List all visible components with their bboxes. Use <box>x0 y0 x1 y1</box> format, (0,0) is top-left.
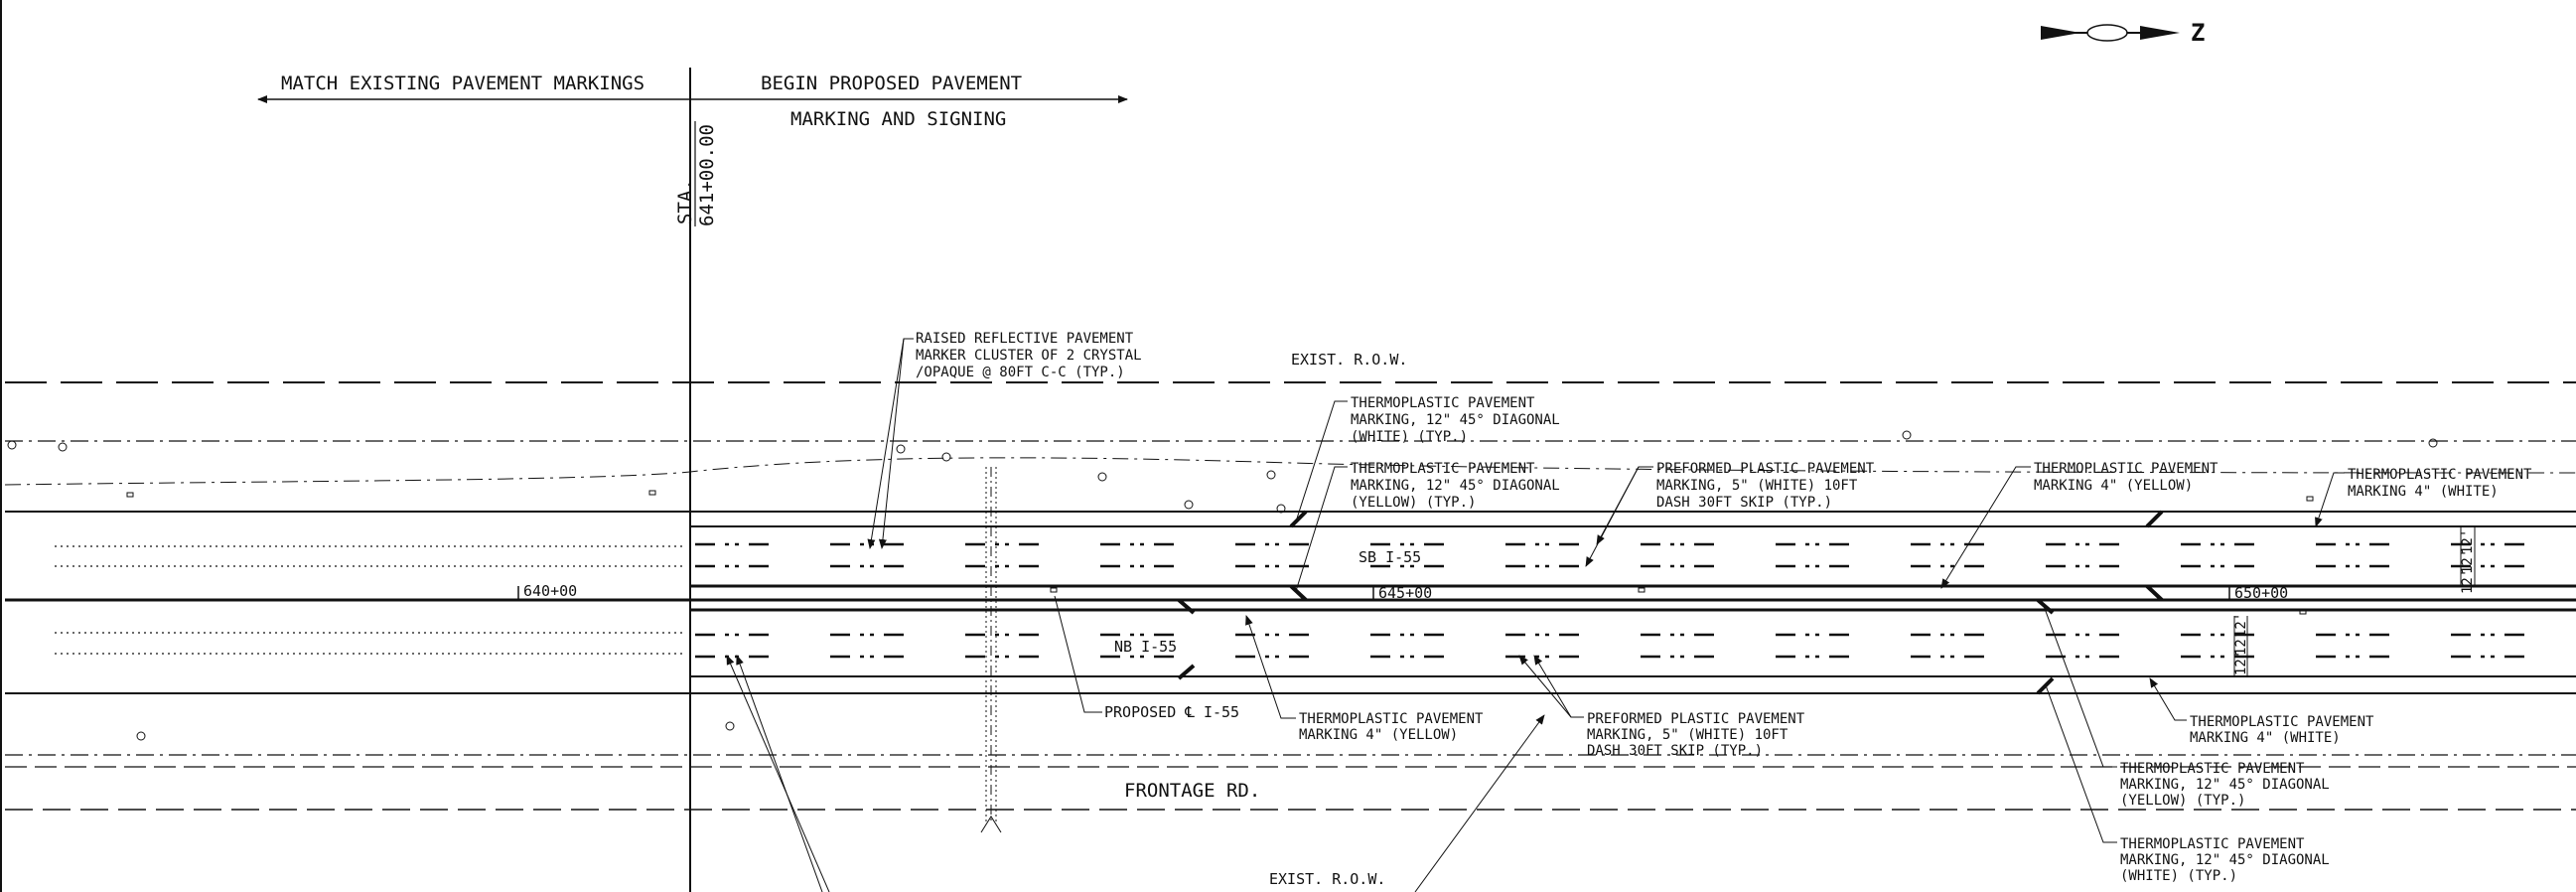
sb-label: SB I-55 <box>1359 548 1421 566</box>
nb-label: NB I-55 <box>1114 638 1177 656</box>
existing-markings <box>55 545 685 655</box>
svg-text:/OPAQUE @ 80FT C-C (TYP.): /OPAQUE @ 80FT C-C (TYP.) <box>916 365 1125 380</box>
svg-text:641+00.00: 641+00.00 <box>696 124 718 226</box>
svg-text:12': 12' <box>2233 613 2249 638</box>
svg-text:12': 12' <box>2460 569 2476 594</box>
frontage-label: FRONTAGE RD. <box>1124 780 1260 802</box>
survey-symbols <box>7 430 2438 741</box>
station-tick-650: 650+00 <box>2234 584 2288 602</box>
callout-preformed-top: PREFORMED PLASTIC PAVEMENT MARKING, 5" (… <box>1585 461 1875 567</box>
callout-diag-yellow-top: THERMOPLASTIC PAVEMENT MARKING, 12" 45° … <box>1295 461 1560 592</box>
svg-text:THERMOPLASTIC PAVEMENT: THERMOPLASTIC PAVEMENT <box>2190 714 2374 730</box>
svg-text:THERMOPLASTIC PAVEMENT: THERMOPLASTIC PAVEMENT <box>1299 711 1484 727</box>
svg-text:MARKING, 5" (WHITE) 10FT: MARKING, 5" (WHITE) 10FT <box>1656 478 1858 494</box>
callout-yellow-4-bottom: THERMOPLASTIC PAVEMENT MARKING 4" (YELLO… <box>1245 615 1484 743</box>
station-tick-640: 640+00 <box>523 582 577 600</box>
station-tick-645: 645+00 <box>1378 584 1432 602</box>
lane-width-dims-nb: 12' 12' 12' <box>2233 613 2249 676</box>
callout-white-4-top: THERMOPLASTIC PAVEMENT MARKING 4" (WHITE… <box>2315 467 2532 527</box>
svg-text:DASH 30FT SKIP (TYP.): DASH 30FT SKIP (TYP.) <box>1587 743 1763 759</box>
north-arrow: Z <box>2041 19 2205 47</box>
svg-text:MARKING, 12" 45° DIAGONAL: MARKING, 12" 45° DIAGONAL <box>1351 412 1560 428</box>
svg-text:DASH 30FT SKIP (TYP.): DASH 30FT SKIP (TYP.) <box>1656 495 1832 511</box>
callout-white-4-bottom: THERMOPLASTIC PAVEMENT MARKING 4" (WHITE… <box>2149 677 2374 746</box>
svg-text:STA.: STA. <box>674 179 696 224</box>
svg-text:(WHITE) (TYP.): (WHITE) (TYP.) <box>2120 868 2237 884</box>
proposed-centerline-label: PROPOSED ℄ I-55 <box>1104 703 1239 721</box>
callout-diag-white-bottom: THERMOPLASTIC PAVEMENT MARKING, 12" 45° … <box>2045 684 2330 884</box>
svg-text:12': 12' <box>2460 529 2476 554</box>
svg-text:MARKING 4" (YELLOW): MARKING 4" (YELLOW) <box>2034 478 2193 494</box>
svg-text:MARKING, 12" 45° DIAGONAL: MARKING, 12" 45° DIAGONAL <box>2120 852 2330 868</box>
svg-text:(YELLOW) (TYP.): (YELLOW) (TYP.) <box>1351 495 1476 511</box>
svg-text:PREFORMED PLASTIC PAVEMENT: PREFORMED PLASTIC PAVEMENT <box>1656 461 1875 477</box>
row-bottom-label: EXIST. R.O.W. <box>1269 870 1385 888</box>
svg-text:THERMOPLASTIC PAVEMENT: THERMOPLASTIC PAVEMENT <box>1351 461 1535 477</box>
svg-text:PREFORMED PLASTIC PAVEMENT: PREFORMED PLASTIC PAVEMENT <box>1587 711 1805 727</box>
svg-text:RAISED REFLECTIVE PAVEMENT: RAISED REFLECTIVE PAVEMENT <box>916 331 1134 347</box>
callout-rrpm-bottom <box>726 655 830 892</box>
callout-diag-yellow-bottom: THERMOPLASTIC PAVEMENT MARKING, 12" 45° … <box>2043 605 2330 809</box>
marking-signing-label: MARKING AND SIGNING <box>790 108 1006 130</box>
proposed-lane-lines <box>695 542 2576 659</box>
svg-text:MARKING, 5" (WHITE) 10FT: MARKING, 5" (WHITE) 10FT <box>1587 727 1789 743</box>
svg-text:THERMOPLASTIC PAVEMENT: THERMOPLASTIC PAVEMENT <box>2034 461 2218 477</box>
callout-preformed-bottom: PREFORMED PLASTIC PAVEMENT MARKING, 5" (… <box>1414 655 1805 892</box>
svg-text:MARKING 4" (WHITE): MARKING 4" (WHITE) <box>2348 484 2499 500</box>
svg-text:THERMOPLASTIC PAVEMENT: THERMOPLASTIC PAVEMENT <box>2120 761 2305 777</box>
svg-text:12': 12' <box>2460 549 2476 574</box>
station-callout: STA. 641+00.00 <box>674 121 718 226</box>
callout-yellow-4-top: THERMOPLASTIC PAVEMENT MARKING 4" (YELLO… <box>1940 461 2218 589</box>
svg-text:THERMOPLASTIC PAVEMENT: THERMOPLASTIC PAVEMENT <box>1351 395 1535 411</box>
diagonal-markings <box>1177 510 2164 695</box>
svg-text:MARKING, 12" 45° DIAGONAL: MARKING, 12" 45° DIAGONAL <box>2120 777 2330 793</box>
svg-text:MARKING, 12" 45° DIAGONAL: MARKING, 12" 45° DIAGONAL <box>1351 478 1560 494</box>
svg-text:MARKER CLUSTER OF 2 CRYSTAL: MARKER CLUSTER OF 2 CRYSTAL <box>916 348 1142 364</box>
row-top-label: EXIST. R.O.W. <box>1291 351 1407 369</box>
svg-text:12': 12' <box>2233 631 2249 656</box>
svg-text:MARKING 4" (YELLOW): MARKING 4" (YELLOW) <box>1299 727 1458 743</box>
match-existing-label: MATCH EXISTING PAVEMENT MARKINGS <box>281 73 644 94</box>
sb-ditch-line <box>4 457 2576 486</box>
svg-text:(YELLOW) (TYP.): (YELLOW) (TYP.) <box>2120 793 2245 809</box>
svg-text:MARKING 4" (WHITE): MARKING 4" (WHITE) <box>2190 730 2341 746</box>
svg-text:12': 12' <box>2233 651 2249 675</box>
svg-text:THERMOPLASTIC PAVEMENT: THERMOPLASTIC PAVEMENT <box>2348 467 2532 483</box>
svg-text:THERMOPLASTIC PAVEMENT: THERMOPLASTIC PAVEMENT <box>2120 836 2305 852</box>
begin-proposed-label: BEGIN PROPOSED PAVEMENT <box>761 73 1022 94</box>
callout-rrpm: RAISED REFLECTIVE PAVEMENT MARKER CLUSTE… <box>867 331 1142 549</box>
lane-width-dims-sb: 12' 12' 12' <box>2460 526 2476 594</box>
north-arrow-letter: Z <box>2191 19 2205 47</box>
svg-text:(WHITE) (TYP.): (WHITE) (TYP.) <box>1351 429 1468 445</box>
callout-diag-white-top: THERMOPLASTIC PAVEMENT MARKING, 12" 45° … <box>1295 395 1560 522</box>
